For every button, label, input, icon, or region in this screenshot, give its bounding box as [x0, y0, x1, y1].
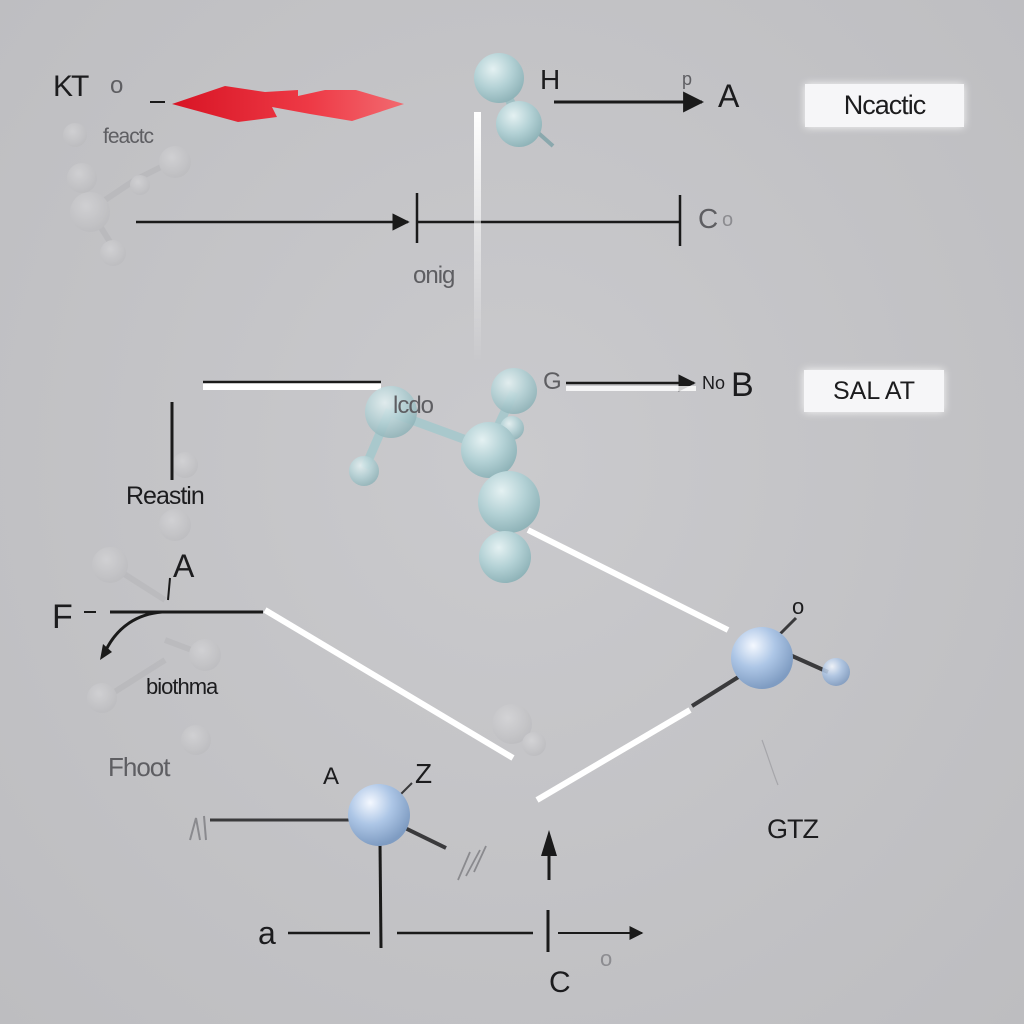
- label-c-top: C: [698, 203, 719, 234]
- label-kt-o: o: [110, 72, 124, 99]
- label-h: H: [540, 64, 561, 95]
- box-ncactic: Ncactic: [805, 84, 964, 127]
- label-a-low: A: [323, 763, 340, 790]
- molecule-right: [690, 616, 850, 786]
- label-o-bottom: o: [600, 946, 613, 971]
- label-biothma: biothma: [146, 674, 218, 699]
- label-o-right: o: [792, 594, 805, 619]
- label-nob: No: [702, 373, 726, 393]
- label-c-bottom: C: [549, 966, 571, 999]
- curved-arrow: [104, 610, 163, 651]
- molecule-top: [474, 53, 555, 148]
- ghost-molecule-center: [492, 704, 546, 756]
- label-f: F: [52, 598, 73, 636]
- vertical-glow-line: [474, 112, 481, 362]
- label-onig: onig: [413, 262, 455, 289]
- ghost-molecule-left-top: [63, 123, 191, 266]
- label-g-mid: G: [543, 368, 562, 395]
- diagonal-upper-right: [526, 527, 730, 633]
- label-a-mid: A: [173, 548, 195, 584]
- molecule-bottom: [210, 782, 447, 949]
- label-reastin: Reastin: [126, 482, 205, 510]
- ghost-molecule-left-bottom: [87, 452, 221, 755]
- label-z: Z: [415, 758, 433, 789]
- label-kt: KT: [53, 70, 89, 103]
- label-a-top: A: [718, 78, 740, 114]
- red-arrow: [172, 86, 404, 122]
- label-c-suffix: o: [722, 209, 734, 231]
- label-small-p: p: [682, 69, 693, 89]
- label-gtz: GTZ: [767, 814, 819, 844]
- label-lcdo: lcdo: [393, 392, 434, 419]
- label-fhoot: Fhoot: [108, 752, 170, 782]
- diagonal-left: [263, 607, 515, 761]
- molecule-chain: [349, 368, 540, 583]
- label-a-small: a: [258, 915, 276, 951]
- box-sal-at: SAL AT: [804, 370, 944, 412]
- diagonal-lower-right: [535, 707, 692, 803]
- label-b: B: [731, 366, 754, 404]
- label-feactc: feactc: [103, 125, 154, 148]
